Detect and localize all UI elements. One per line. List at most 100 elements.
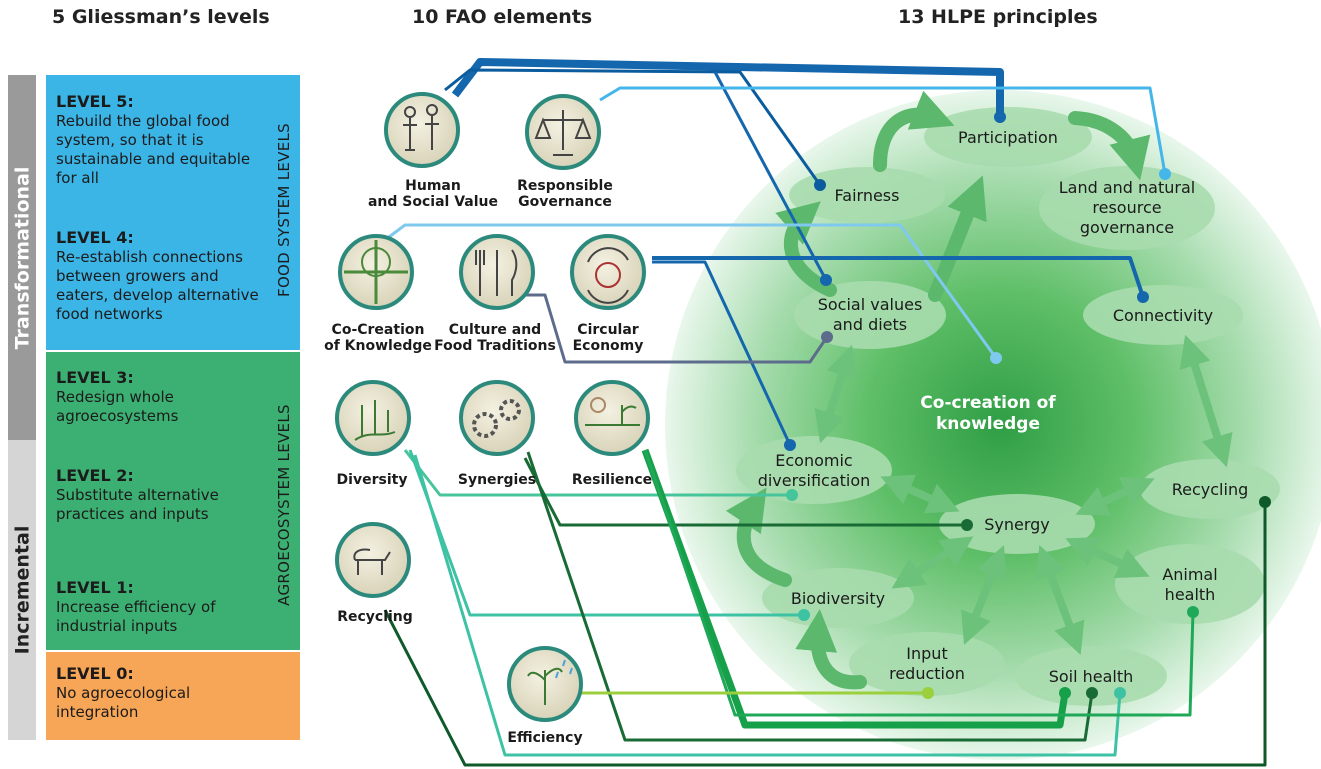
- synergy-ellipse: [939, 494, 1095, 554]
- header-hlpe: 13 HLPE principles: [898, 6, 1098, 28]
- transformational-band: Transformational: [8, 75, 36, 440]
- dot: [1159, 168, 1171, 180]
- recycling-ellipse: [1140, 459, 1280, 519]
- connector: [384, 223, 998, 359]
- level0-band: [46, 652, 300, 740]
- level-desc: Re-establish connections between growers…: [56, 248, 259, 323]
- principle-fairness: Fairness: [835, 186, 900, 205]
- dot: [961, 519, 973, 531]
- arrow: [1075, 477, 1155, 516]
- level-2: LEVEL 2: Substitute alternative practice…: [56, 466, 268, 524]
- fao-label-efficiency: Efficiency: [507, 730, 582, 746]
- scales-icon: [525, 94, 601, 170]
- animal-ellipse: [1115, 544, 1265, 624]
- dot: [821, 331, 833, 343]
- dot: [820, 274, 832, 286]
- level-title: LEVEL 3:: [56, 368, 134, 387]
- soil-ellipse: [1015, 646, 1167, 706]
- level-desc: Increase efficiency of industrial inputs: [56, 598, 216, 635]
- level-desc: Rebuild the global food system, so that …: [56, 112, 251, 187]
- connector: [599, 86, 1167, 175]
- connector: [652, 256, 1145, 298]
- dot: [1086, 687, 1098, 699]
- food-system-band: [46, 75, 300, 350]
- incremental-band: Incremental: [8, 440, 36, 740]
- dot: [922, 687, 934, 699]
- dot: [1114, 687, 1126, 699]
- land-ellipse: [1039, 166, 1215, 250]
- people-icon: [384, 92, 460, 168]
- dot: [1059, 687, 1071, 699]
- level-3: LEVEL 3: Redesign whole agroecosystems: [56, 368, 268, 426]
- gears-icon: [459, 380, 535, 456]
- agroecosystem-band: [46, 352, 300, 650]
- fao-label-resilience: Resilience: [572, 472, 652, 488]
- connector: [383, 502, 1267, 767]
- fao-icons: [335, 92, 650, 722]
- dot: [798, 609, 810, 621]
- connection-lines: [383, 58, 1267, 767]
- level-title: LEVEL 1:: [56, 578, 134, 597]
- dot: [1137, 291, 1149, 303]
- economic-ellipse: [736, 436, 892, 504]
- level-title: LEVEL 5:: [56, 92, 134, 111]
- level-title: LEVEL 4:: [56, 228, 134, 247]
- principle-synergy: Synergy: [984, 515, 1050, 534]
- header-gliessman: 5 Gliessman’s levels: [52, 6, 270, 28]
- sun-sprout-icon: [574, 380, 650, 456]
- connector: [413, 454, 1122, 757]
- connector: [652, 260, 792, 446]
- level-4: LEVEL 4: Re-establish connections betwee…: [56, 228, 268, 324]
- arrow: [873, 90, 955, 172]
- connector: [643, 449, 1195, 717]
- level-0: LEVEL 0: No agroecological integration: [56, 664, 268, 722]
- level-desc: Substitute alternative practices and inp…: [56, 486, 219, 523]
- level-desc: Redesign whole agroecosystems: [56, 388, 179, 425]
- connector: [713, 71, 828, 281]
- fao-label-synergies: Synergies: [458, 472, 536, 488]
- participation-ellipse: [924, 107, 1092, 167]
- dot: [994, 111, 1006, 123]
- level-5: LEVEL 5: Rebuild the global food system,…: [56, 92, 268, 188]
- arrow: [928, 175, 987, 302]
- fork-knife-icon: [459, 234, 535, 310]
- arrow: [1179, 334, 1233, 468]
- principle-biodiversity: Biodiversity: [791, 589, 885, 608]
- dot: [784, 439, 796, 451]
- input-ellipse: [849, 632, 1005, 696]
- arrow: [725, 487, 792, 587]
- connector-dots: [784, 111, 1271, 699]
- dot: [814, 179, 826, 191]
- tree-quadrant-icon: [338, 234, 414, 310]
- arrow: [795, 609, 867, 690]
- connector: [444, 68, 822, 186]
- principle-arrows: [725, 90, 1151, 690]
- dot: [1187, 606, 1199, 618]
- level-desc: No agroecological integration: [56, 684, 191, 721]
- fao-label-diversity: Diversity: [337, 472, 408, 488]
- header-fao: 10 FAO elements: [412, 6, 593, 28]
- fao-label-recycling: Recycling: [337, 609, 413, 625]
- social-ellipse: [794, 281, 946, 349]
- apple-cycle-icon: [570, 234, 646, 310]
- dot: [990, 352, 1002, 364]
- arrow: [880, 474, 960, 514]
- dot: [1259, 496, 1271, 508]
- principle-soil: Soil health: [1049, 667, 1134, 686]
- principle-participation: Participation: [958, 128, 1058, 147]
- principle-recycling: Recycling: [1172, 480, 1249, 499]
- plants-icon: [335, 380, 411, 456]
- level-title: LEVEL 2:: [56, 466, 134, 485]
